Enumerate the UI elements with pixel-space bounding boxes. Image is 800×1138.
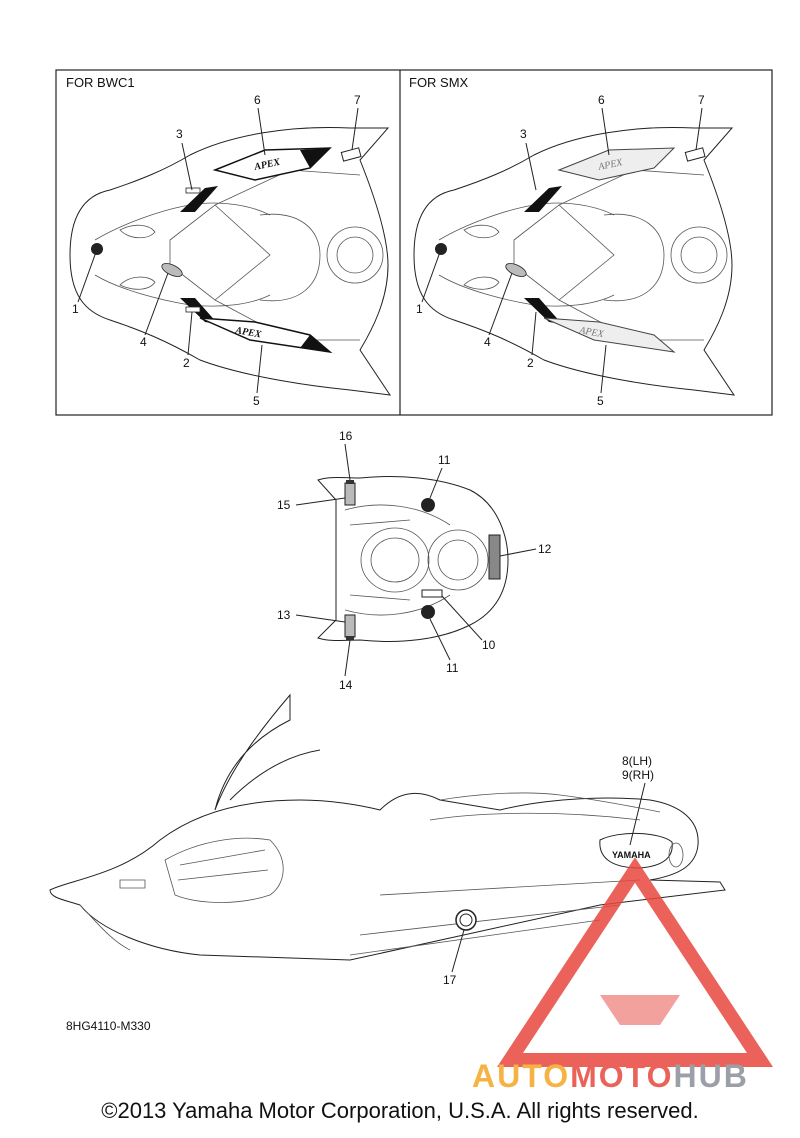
decal-3 (180, 186, 218, 212)
callout-16: 16 (339, 429, 353, 443)
callout-13: 13 (277, 608, 291, 622)
decal-6-smx (557, 147, 676, 181)
watermark-hub: HUB (673, 1058, 748, 1094)
decal-5-smx (543, 317, 676, 353)
decal-12 (488, 534, 501, 580)
decal-17 (455, 909, 477, 931)
callout-6-right: 6 (598, 93, 605, 107)
callout-7-left: 7 (354, 93, 361, 107)
decal-1-emblem-smx (435, 243, 447, 255)
decal-4-smx (505, 263, 527, 277)
decal-15 (344, 482, 356, 506)
bwc1-hood-top-view: APEX APEX (69, 127, 392, 396)
decal-6-smx-text: APEX (596, 157, 624, 173)
top-panels-frame: FOR BWC1 FOR SMX (55, 69, 773, 416)
callout-4-left: 4 (140, 335, 147, 349)
decal-8-9-yamaha (599, 832, 673, 869)
panel-title-bwc1: FOR BWC1 (66, 75, 135, 90)
decal-7 (340, 147, 362, 162)
svg-text:AUTOMOTOHUB: AUTOMOTOHUB (472, 1058, 749, 1094)
smx-hood-top-view: APEX APEX (413, 127, 736, 396)
smx-callouts: 6 7 3 1 4 2 5 (416, 93, 705, 408)
callout-5-left: 5 (253, 394, 260, 408)
bwc1-callouts: 6 7 3 1 4 2 5 (72, 93, 361, 408)
callout-11-upper: 11 (438, 453, 451, 467)
decal-yamaha-text: YAMAHA (612, 850, 651, 860)
decal-5-text: APEX (233, 325, 262, 341)
snowmobile-side-view: YAMAHA (49, 693, 726, 961)
watermark-auto: AUTO (472, 1058, 570, 1094)
decal-7-smx (684, 147, 706, 162)
callout-6-left: 6 (254, 93, 261, 107)
diagram-code: 8HG4110-M330 (66, 1019, 151, 1033)
decal-11-upper (421, 498, 435, 512)
callout-14: 14 (339, 678, 353, 692)
watermark-moto: MOTO (570, 1058, 673, 1094)
callout-1-right: 1 (416, 302, 423, 316)
callout-3-left: 3 (176, 127, 183, 141)
decal-13 (344, 614, 356, 638)
callout-9: 9(RH) (622, 768, 654, 782)
callout-5-right: 5 (597, 394, 604, 408)
seat-callouts: 16 15 11 12 13 10 11 14 (277, 429, 552, 692)
callout-8: 8(LH) (622, 754, 652, 768)
watermark-logo: AUTOMOTOHUB (472, 857, 773, 1094)
decal-4 (161, 263, 183, 277)
decal-5-smx-text: APEX (577, 325, 605, 340)
callout-2-right: 2 (527, 356, 534, 370)
decal-2-smx (524, 298, 562, 324)
callout-7-right: 7 (698, 93, 705, 107)
callout-2-left: 2 (183, 356, 190, 370)
panel-title-smx: FOR SMX (409, 75, 469, 90)
callout-3-right: 3 (520, 127, 527, 141)
callout-1-left: 1 (72, 302, 79, 316)
decal-11-lower (421, 605, 435, 619)
callout-15: 15 (277, 498, 291, 512)
callout-12: 12 (538, 542, 552, 556)
decal-1-emblem (91, 243, 103, 255)
decal-3-smx (524, 186, 562, 212)
copyright-notice: ©2013 Yamaha Motor Corporation, U.S.A. A… (101, 1098, 699, 1123)
callout-17: 17 (443, 973, 457, 987)
callout-4-right: 4 (484, 335, 491, 349)
side-callouts: 8(LH) 9(RH) 17 (443, 754, 654, 987)
callout-10: 10 (482, 638, 496, 652)
seat-top-view (317, 476, 509, 642)
watermark-triangle-icon (497, 857, 773, 1067)
decal-10 (421, 589, 443, 598)
callout-11-lower: 11 (446, 661, 459, 675)
